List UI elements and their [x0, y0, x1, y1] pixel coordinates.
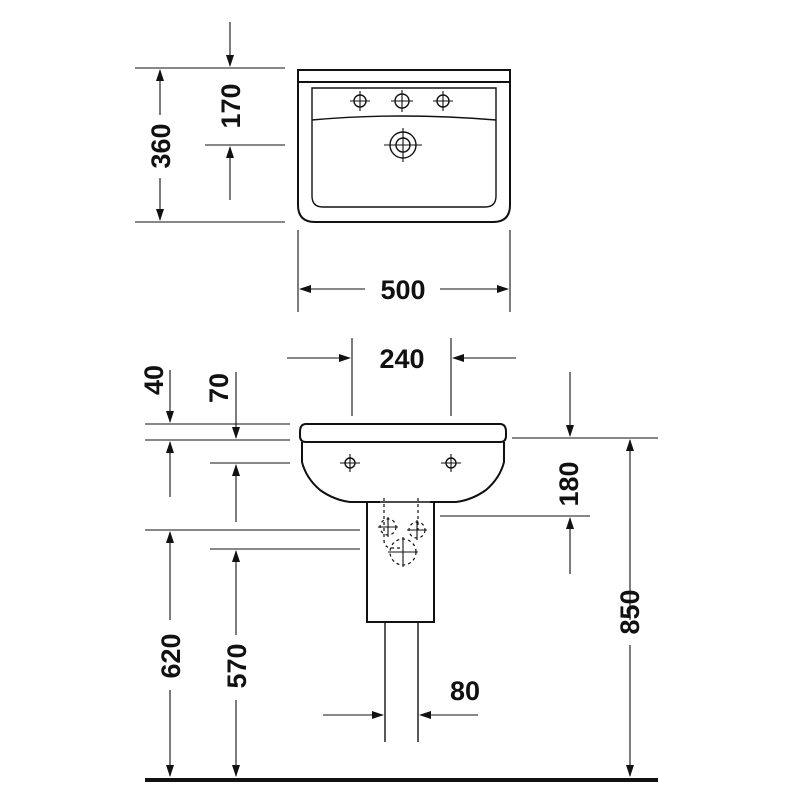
tap-hole-center — [391, 90, 413, 112]
dimension-label-360: 360 — [146, 123, 176, 168]
dimension-floor-to-fixing: 570 — [210, 548, 360, 777]
dimension-label-240: 240 — [379, 344, 424, 374]
dimension-label-70: 70 — [204, 373, 234, 403]
basin-front-view — [299, 423, 507, 742]
dimension-label-500: 500 — [380, 275, 425, 305]
waste-outlet — [384, 128, 422, 162]
dimension-depth-total: 360 — [135, 67, 285, 223]
basin-top-view — [297, 69, 511, 223]
dimension-label-40: 40 — [139, 365, 169, 395]
fixing-right — [441, 454, 461, 472]
dimension-label-570: 570 — [222, 643, 252, 688]
dimension-label-620: 620 — [156, 633, 186, 678]
dimension-label-850: 850 — [615, 589, 645, 634]
dimension-floor-to-pedestal-top: 620 — [145, 529, 360, 777]
dimension-width: 500 — [297, 230, 511, 312]
fixing-left — [340, 454, 360, 472]
dimension-depth-to-taphole: 170 — [205, 22, 285, 200]
dimension-label-80: 80 — [450, 676, 480, 706]
tap-hole-left — [350, 91, 370, 111]
dimension-fixing-spacing: 240 — [287, 338, 516, 416]
dimension-label-170: 170 — [216, 83, 246, 128]
tap-hole-right — [433, 91, 453, 111]
dimension-rim-to-fixing: 70 — [204, 372, 290, 522]
dimension-label-180: 180 — [554, 461, 584, 506]
dimension-rim-thickness: 40 — [139, 365, 290, 497]
dimension-basin-height: 180 — [440, 372, 658, 574]
dimension-pipe-width: 80 — [323, 676, 480, 719]
dimension-rim-height: 850 — [615, 439, 645, 777]
